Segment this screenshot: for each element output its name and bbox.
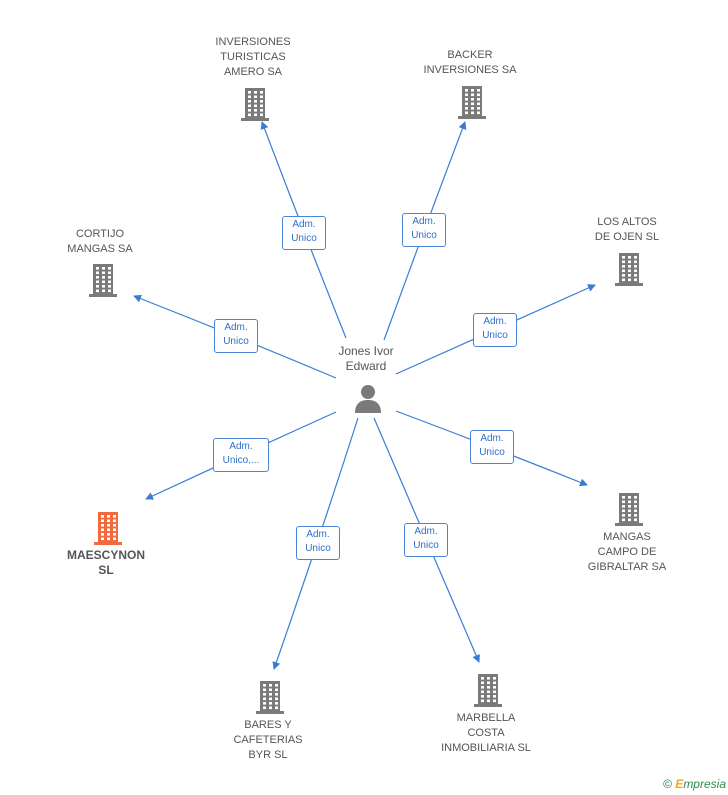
edge-label-marbella-costa[interactable]: Adm. Unico: [404, 523, 448, 557]
node-label-line: DE OJEN SL: [594, 231, 660, 243]
node-label-line: COSTA: [467, 727, 505, 739]
node-label-line: GIBRALTAR SA: [587, 561, 667, 573]
edge-label-inversiones-turisticas[interactable]: Adm. Unico: [282, 216, 326, 250]
edge-label-cortijo-mangas[interactable]: Adm. Unico: [214, 319, 258, 353]
node-label-line: INVERSIONES: [215, 36, 291, 48]
node-label-inversiones-turisticas[interactable]: INVERSIONES TURISTICAS AMERO SA: [193, 35, 313, 80]
node-label-bares-y-cafeterias[interactable]: BARES Y CAFETERIAS BYR SL: [208, 718, 328, 763]
node-label-line: MAESCYNON: [66, 548, 145, 562]
building-icon[interactable]: [93, 510, 123, 546]
node-label-line: INVERSIONES SA: [423, 64, 517, 76]
edge-label-line: Unico: [223, 336, 249, 347]
edge-label-line: Adm.: [480, 433, 504, 444]
node-label-line: BACKER: [447, 49, 493, 61]
building-icon[interactable]: [88, 262, 118, 298]
edge-label-line: Adm.: [483, 316, 507, 327]
edge-label-line: Unico,...: [222, 455, 260, 466]
node-label-line: LOS ALTOS: [597, 216, 657, 228]
node-label-line: SL: [98, 563, 114, 577]
center-name-line-2: Edward: [345, 359, 387, 373]
building-icon[interactable]: [457, 84, 487, 120]
person-icon[interactable]: [353, 383, 383, 413]
node-label-cortijo-mangas[interactable]: CORTIJO MANGAS SA: [40, 227, 160, 257]
edge-label-line: Adm.: [414, 526, 438, 537]
node-label-line: INMOBILIARIA SL: [441, 742, 531, 754]
edge-label-line: Unico: [291, 233, 317, 244]
edge-label-maescynon[interactable]: Adm. Unico,...: [213, 438, 269, 472]
node-label-line: CAFETERIAS: [233, 734, 303, 746]
building-icon[interactable]: [614, 251, 644, 287]
edge-label-line: Adm.: [229, 441, 253, 452]
node-label-marbella-costa[interactable]: MARBELLA COSTA INMOBILIARIA SL: [426, 711, 546, 756]
node-label-line: BARES Y: [244, 719, 292, 731]
node-label-line: BYR SL: [248, 749, 288, 761]
footer-brand[interactable]: © Empresia: [663, 777, 726, 791]
building-icon[interactable]: [255, 679, 285, 715]
building-icon[interactable]: [240, 86, 270, 122]
edge-label-line: Adm.: [224, 322, 248, 333]
edge-label-line: Unico: [411, 230, 437, 241]
edge-label-line: Unico: [479, 447, 505, 458]
edge-label-line: Unico: [482, 330, 508, 341]
node-label-line: CAMPO DE: [597, 546, 657, 558]
edge-label-line: Adm.: [412, 216, 436, 227]
edge-label-backer-inversiones[interactable]: Adm. Unico: [402, 213, 446, 247]
center-person-label[interactable]: Jones Ivor Edward: [318, 344, 414, 374]
edge-label-line: Adm.: [306, 529, 330, 540]
edge-label-los-altos-de-ojen[interactable]: Adm. Unico: [473, 313, 517, 347]
node-label-line: CORTIJO: [75, 228, 125, 240]
node-label-mangas-campo-de-gibraltar[interactable]: MANGAS CAMPO DE GIBRALTAR SA: [567, 530, 687, 575]
node-label-line: MANGAS: [603, 531, 651, 543]
node-label-line: MANGAS SA: [67, 243, 133, 255]
brand-initial: E: [675, 777, 684, 791]
node-label-line: AMERO SA: [223, 66, 283, 78]
node-label-los-altos-de-ojen[interactable]: LOS ALTOS DE OJEN SL: [567, 215, 687, 245]
building-icon[interactable]: [614, 491, 644, 527]
copyright-symbol: ©: [663, 777, 672, 791]
node-label-line: TURISTICAS: [220, 51, 286, 63]
edge-label-bares-y-cafeterias[interactable]: Adm. Unico: [296, 526, 340, 560]
building-icon[interactable]: [473, 672, 503, 708]
edge-label-line: Unico: [305, 543, 331, 554]
edge-label-line: Adm.: [292, 219, 316, 230]
center-name-line-1: Jones Ivor: [338, 344, 394, 358]
node-label-line: MARBELLA: [456, 712, 516, 724]
edge-label-mangas-campo-de-gibraltar[interactable]: Adm. Unico: [470, 430, 514, 464]
edge-label-line: Unico: [413, 540, 439, 551]
node-label-backer-inversiones[interactable]: BACKER INVERSIONES SA: [410, 48, 530, 78]
brand-name-rest: mpresia: [683, 777, 726, 791]
